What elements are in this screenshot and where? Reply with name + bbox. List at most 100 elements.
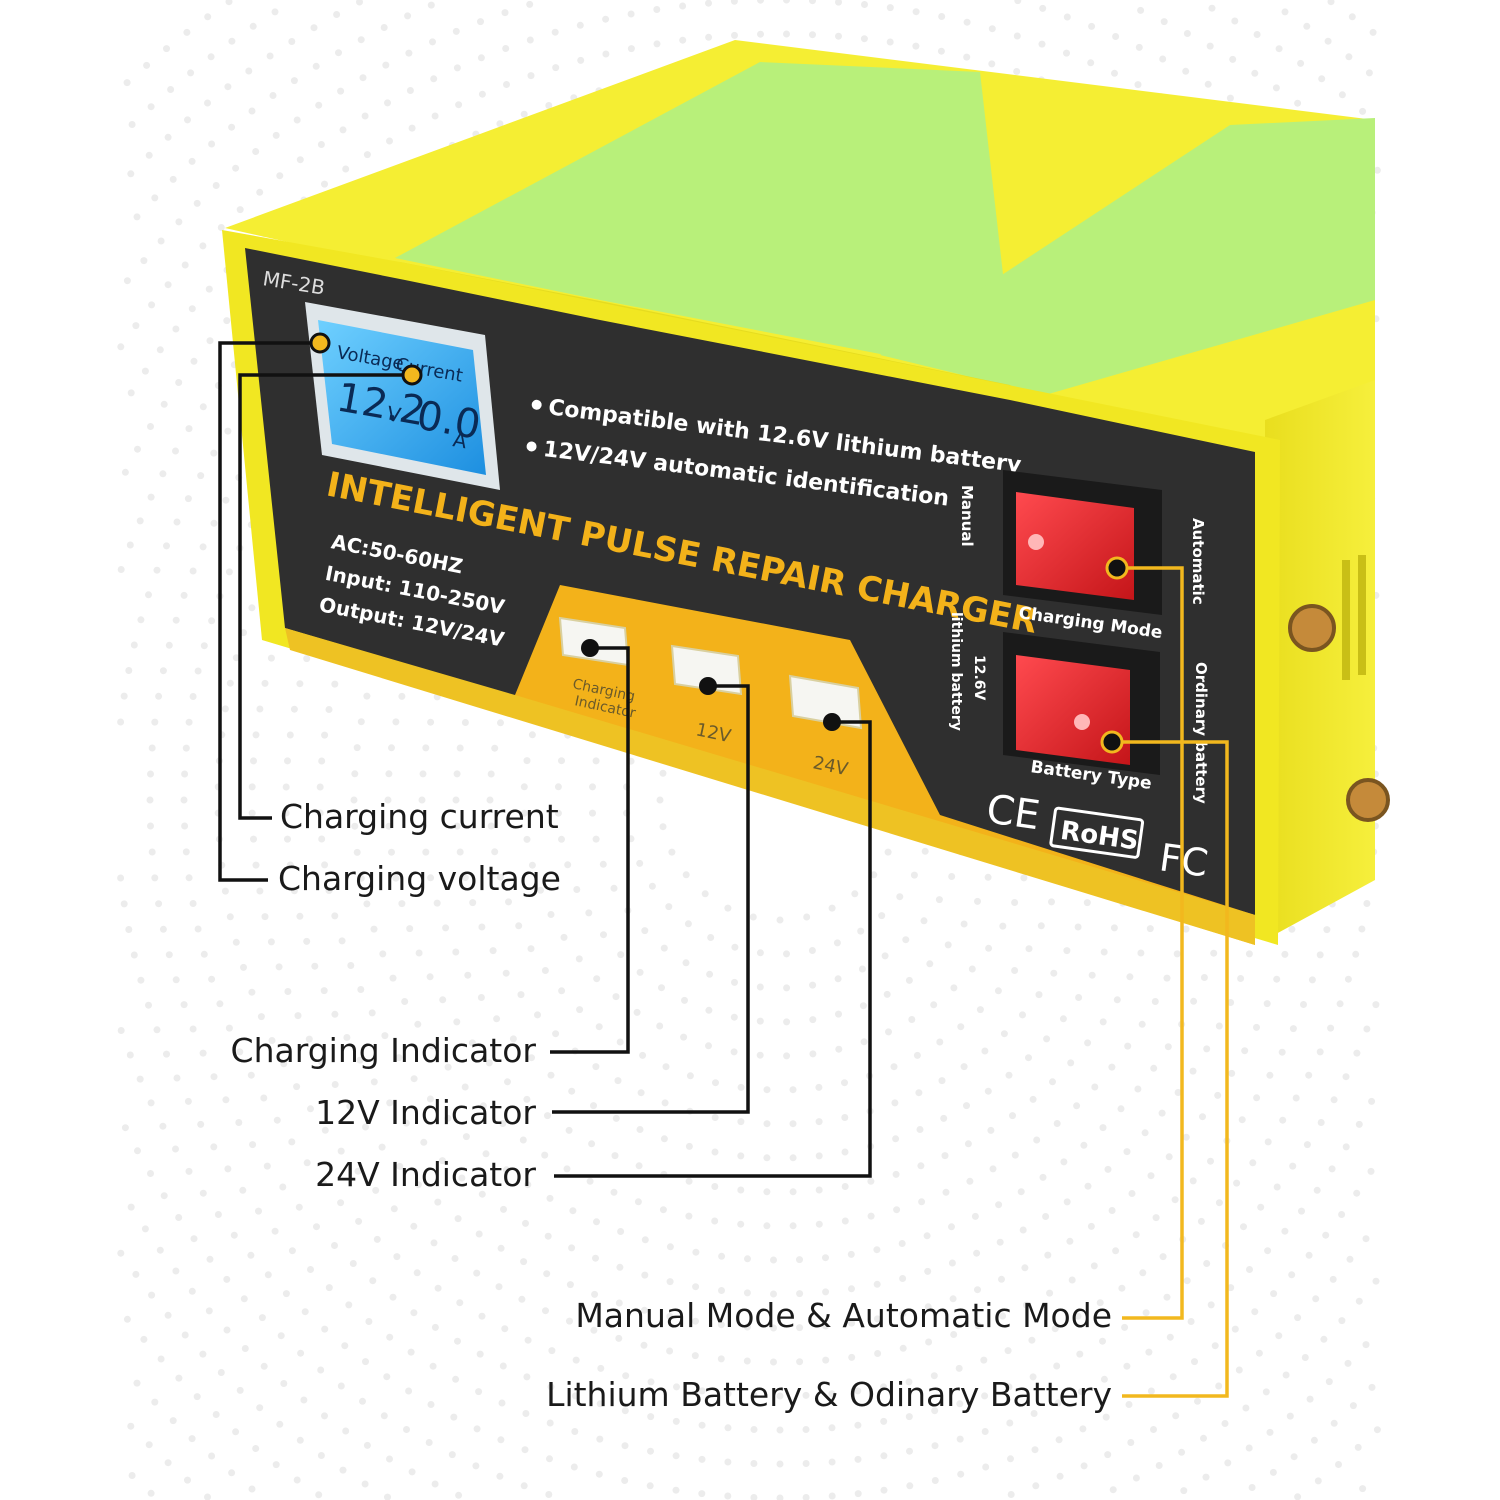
background-dot bbox=[1147, 1387, 1155, 1395]
background-dot bbox=[883, 990, 891, 998]
background-dot bbox=[1005, 1071, 1013, 1079]
background-dot bbox=[593, 975, 601, 983]
callout-charging-voltage: Charging voltage bbox=[278, 859, 561, 898]
background-dot bbox=[223, 1326, 231, 1334]
background-dot bbox=[410, 1075, 418, 1083]
background-dot bbox=[1272, 84, 1280, 92]
background-dot bbox=[783, 0, 790, 4]
background-dot bbox=[1051, 1325, 1059, 1333]
background-dot bbox=[1019, 1226, 1027, 1234]
background-dot bbox=[491, 848, 499, 856]
background-dot bbox=[386, 137, 393, 145]
background-dot bbox=[880, 1383, 887, 1391]
background-dot bbox=[1039, 1173, 1047, 1181]
background-dot bbox=[190, 1235, 198, 1243]
background-dot bbox=[347, 962, 355, 969]
background-dot bbox=[181, 822, 189, 830]
background-dot bbox=[1104, 1165, 1112, 1173]
background-dot bbox=[653, 6, 661, 13]
background-dot bbox=[662, 1063, 670, 1071]
background-dot bbox=[522, 1410, 530, 1417]
background-dot bbox=[200, 642, 208, 650]
background-dot bbox=[501, 9, 509, 17]
background-dot bbox=[261, 679, 269, 687]
background-dot bbox=[547, 911, 555, 918]
background-dot bbox=[987, 1126, 995, 1134]
background-dot bbox=[915, 1089, 923, 1097]
background-dot bbox=[1368, 1383, 1376, 1391]
background-dot bbox=[117, 566, 125, 573]
background-dot bbox=[501, 1325, 509, 1333]
background-dot bbox=[803, 913, 811, 921]
background-dot bbox=[117, 1249, 125, 1257]
background-dot bbox=[980, 1356, 988, 1364]
background-dot bbox=[1099, 1337, 1106, 1345]
background-dot bbox=[552, 1030, 560, 1038]
background-dot bbox=[521, 1446, 529, 1454]
background-dot bbox=[157, 1355, 165, 1363]
background-dot bbox=[385, 770, 393, 778]
background-dot bbox=[487, 770, 495, 778]
background-dot bbox=[205, 285, 213, 293]
background-dot bbox=[315, 1491, 323, 1499]
background-dot bbox=[408, 124, 416, 132]
background-dot bbox=[1189, 1177, 1197, 1185]
background-dot bbox=[502, 45, 510, 52]
background-dot bbox=[763, 1222, 771, 1230]
background-dot bbox=[284, 988, 292, 995]
background-dot bbox=[1066, 1237, 1074, 1245]
background-dot bbox=[1303, 1141, 1311, 1149]
background-dot bbox=[1099, 1124, 1107, 1132]
background-dot bbox=[589, 809, 596, 817]
background-dot bbox=[363, 692, 371, 700]
background-dot bbox=[427, 1401, 435, 1408]
background-dot bbox=[361, 1480, 369, 1488]
background-dot bbox=[153, 566, 161, 574]
background-dot bbox=[520, 110, 528, 118]
background-dot bbox=[497, 1244, 505, 1252]
background-dot bbox=[497, 719, 504, 727]
background-dot bbox=[184, 116, 191, 124]
background-dot bbox=[1189, 1067, 1197, 1075]
background-dot bbox=[666, 1243, 674, 1251]
background-dot bbox=[342, 1427, 350, 1435]
background-dot bbox=[193, 1393, 201, 1401]
background-dot bbox=[429, 38, 436, 46]
background-dot bbox=[337, 87, 345, 95]
background-dot bbox=[125, 926, 133, 933]
background-dot bbox=[422, 744, 430, 752]
background-dot bbox=[1135, 43, 1143, 51]
background-dot bbox=[477, 18, 484, 26]
background-dot bbox=[783, 984, 791, 992]
background-dot bbox=[504, 1078, 511, 1086]
background-dot bbox=[828, 1492, 836, 1500]
background-dot bbox=[554, 809, 562, 817]
background-dot bbox=[854, 1455, 862, 1463]
background-dot bbox=[841, 1114, 849, 1121]
background-dot bbox=[248, 783, 256, 791]
background-dot bbox=[478, 1190, 486, 1198]
background-dot bbox=[1074, 1312, 1082, 1320]
background-dot bbox=[730, 1048, 738, 1056]
background-dot bbox=[181, 770, 189, 778]
background-dot bbox=[1215, 1199, 1223, 1207]
background-dot bbox=[204, 99, 211, 107]
background-dot bbox=[1169, 1373, 1177, 1381]
background-dot bbox=[392, 718, 400, 726]
background-dot bbox=[389, 974, 397, 982]
background-dot bbox=[1123, 1148, 1131, 1156]
background-dot bbox=[140, 1335, 148, 1343]
background-dot bbox=[1206, 42, 1214, 50]
background-dot bbox=[266, 52, 274, 60]
background-dot bbox=[1270, 1290, 1278, 1298]
background-dot bbox=[384, 1493, 391, 1500]
background-dot bbox=[1111, 69, 1118, 77]
background-dot bbox=[1368, 1097, 1376, 1105]
background-dot bbox=[148, 1291, 156, 1299]
background-dot bbox=[252, 148, 260, 155]
background-dot bbox=[1060, 1158, 1068, 1166]
background-dot bbox=[147, 103, 155, 111]
background-dot bbox=[1163, 1293, 1171, 1301]
background-dot bbox=[789, 1222, 797, 1230]
background-dot bbox=[1290, 1453, 1298, 1461]
